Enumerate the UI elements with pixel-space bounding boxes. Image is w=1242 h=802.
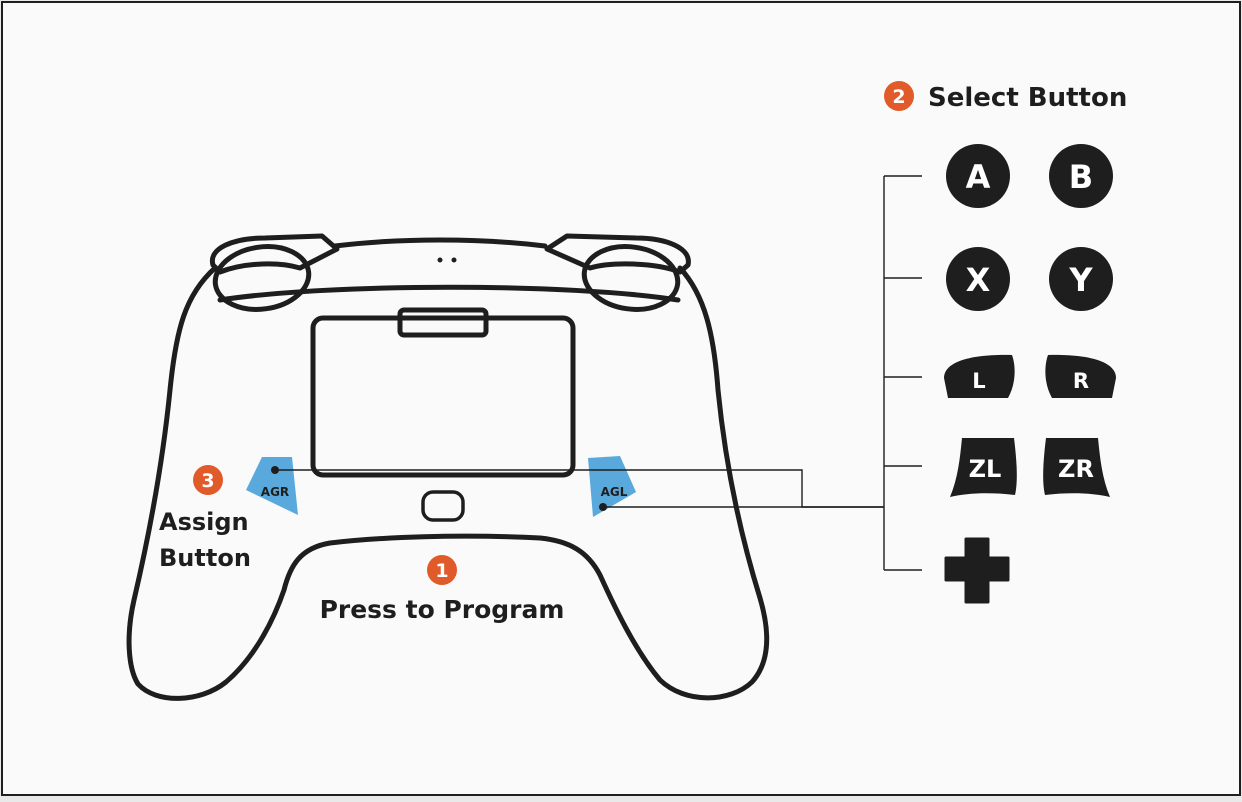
zr-button-label: ZR xyxy=(1058,455,1094,483)
a-button-label: A xyxy=(966,158,991,196)
y-button[interactable] xyxy=(1049,247,1113,311)
controller-back-icon xyxy=(126,233,770,701)
step-3-number: 3 xyxy=(201,470,214,492)
zr-button[interactable] xyxy=(1043,438,1110,497)
agr-connector-dot xyxy=(271,466,279,474)
agl-paddle-label: AGL xyxy=(601,485,628,499)
agr-paddle[interactable] xyxy=(246,457,298,515)
connector-lines xyxy=(275,175,922,571)
dpad-plus-icon[interactable] xyxy=(944,537,1010,604)
zl-button[interactable] xyxy=(950,438,1017,497)
r-button-label: R xyxy=(1073,369,1089,393)
step-3-label-line2: Button xyxy=(159,544,251,572)
zl-button-label: ZL xyxy=(969,455,1002,483)
b-button[interactable] xyxy=(1049,144,1113,208)
right-trigger-cap xyxy=(581,244,681,312)
step-2-badge xyxy=(884,81,914,111)
controller-body-outline xyxy=(126,265,770,701)
left-trigger xyxy=(209,233,340,275)
step-2-number: 2 xyxy=(892,86,905,108)
l-button-label: L xyxy=(972,369,985,393)
agl-paddle[interactable] xyxy=(588,456,636,517)
right-trigger xyxy=(544,233,691,275)
battery-latch xyxy=(397,307,489,338)
indicator-dot-left xyxy=(437,257,443,263)
controller-upper-panel xyxy=(217,284,681,303)
step-1-badge xyxy=(427,555,457,585)
program-button-shape[interactable] xyxy=(421,490,465,522)
r-button[interactable] xyxy=(1045,354,1116,398)
b-button-label: B xyxy=(1069,158,1093,196)
a-button[interactable] xyxy=(946,144,1010,208)
agl-connector-dot xyxy=(599,503,607,511)
x-button[interactable] xyxy=(946,247,1010,311)
step-1-number: 1 xyxy=(435,560,448,582)
controller-top-edge xyxy=(332,237,548,249)
step-3-label-line1: Assign xyxy=(159,508,249,536)
left-trigger-cap xyxy=(212,244,312,312)
agr-paddle-label: AGR xyxy=(261,485,289,499)
y-button-label: Y xyxy=(1068,261,1093,299)
step-2-label: Select Button xyxy=(928,83,1127,113)
step-1-label: Press to Program xyxy=(320,595,565,624)
battery-cover xyxy=(310,315,576,478)
l-button[interactable] xyxy=(944,354,1015,398)
step-3-badge xyxy=(193,465,223,495)
x-button-label: X xyxy=(966,261,991,299)
indicator-dot-right xyxy=(451,257,457,263)
